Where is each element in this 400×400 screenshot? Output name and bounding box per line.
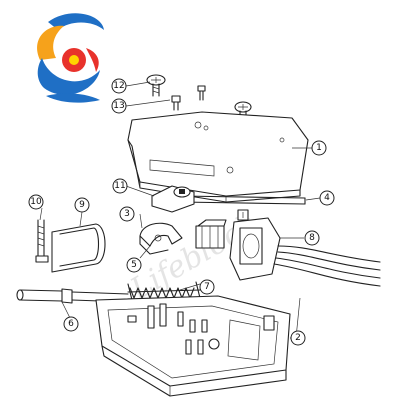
callout-13: 13 bbox=[111, 98, 127, 114]
bracket-9 bbox=[51, 223, 106, 273]
lock-body bbox=[95, 295, 291, 397]
callout-2-label: 2 bbox=[295, 333, 301, 343]
callout-9: 9 bbox=[74, 197, 90, 213]
callout-10-label: 10 bbox=[30, 197, 42, 207]
brand-logo bbox=[37, 13, 104, 103]
callout-12-label: 12 bbox=[113, 81, 124, 91]
wire-bundle bbox=[273, 245, 381, 287]
callout-5-label: 5 bbox=[131, 260, 137, 270]
callout-1: 1 bbox=[311, 140, 327, 156]
cam-3 bbox=[139, 222, 183, 255]
pin-6 bbox=[16, 288, 129, 304]
screw-top-right-small bbox=[197, 85, 206, 101]
callout-8-label: 8 bbox=[309, 233, 315, 243]
spindle-shaft bbox=[179, 195, 306, 205]
motor-housing bbox=[229, 209, 281, 281]
callout-12: 12 bbox=[111, 78, 127, 94]
callout-6: 6 bbox=[63, 316, 79, 332]
leader-lines bbox=[39, 81, 321, 339]
callout-3-label: 3 bbox=[124, 209, 130, 219]
callout-4: 4 bbox=[319, 190, 335, 206]
hub-11 bbox=[151, 185, 195, 213]
callout-9-label: 9 bbox=[79, 200, 85, 210]
callout-1-label: 1 bbox=[316, 143, 322, 153]
cover-plate bbox=[127, 111, 309, 203]
callout-8: 8 bbox=[304, 230, 320, 246]
callout-4-label: 4 bbox=[324, 193, 330, 203]
screw-13 bbox=[171, 95, 181, 111]
callout-2: 2 bbox=[290, 330, 306, 346]
spring-7 bbox=[127, 281, 201, 301]
screw-12 bbox=[146, 74, 166, 97]
callout-7: 7 bbox=[199, 279, 215, 295]
callout-11-label: 11 bbox=[114, 181, 125, 191]
callout-3: 3 bbox=[119, 206, 135, 222]
callout-13-label: 13 bbox=[113, 101, 124, 111]
callout-11: 11 bbox=[112, 178, 128, 194]
motor-gearbox bbox=[195, 219, 227, 249]
callout-6-label: 6 bbox=[68, 319, 74, 329]
callout-10: 10 bbox=[28, 194, 44, 210]
screw-10 bbox=[35, 219, 49, 263]
callout-7-label: 7 bbox=[204, 282, 210, 292]
callout-5: 5 bbox=[126, 257, 142, 273]
